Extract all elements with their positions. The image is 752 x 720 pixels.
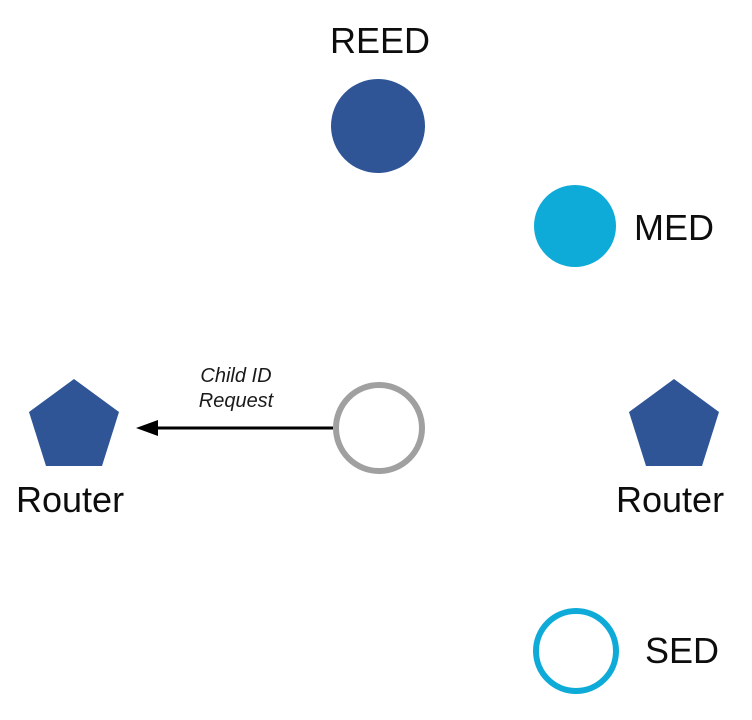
- node-label-router-left: Router: [16, 479, 125, 520]
- node-label-sed: SED: [645, 630, 720, 671]
- edge-label-child-id-request-line2: Request: [198, 390, 274, 412]
- node-label-med: MED: [634, 207, 714, 248]
- node-label-router-right: Router: [616, 479, 725, 520]
- node-router-left-pentagon[interactable]: [28, 377, 124, 471]
- node-router-right-pentagon[interactable]: [628, 377, 724, 471]
- node-sed-circle[interactable]: [531, 606, 621, 696]
- node-reed-circle[interactable]: [330, 78, 430, 178]
- node-med-circle[interactable]: [533, 184, 621, 272]
- edge-child-id-request-arrow[interactable]: [130, 410, 335, 446]
- node-joiner-circle[interactable]: [330, 378, 432, 478]
- edge-label-child-id-request-line1: Child ID: [200, 365, 272, 387]
- node-label-reed: REED: [330, 20, 431, 61]
